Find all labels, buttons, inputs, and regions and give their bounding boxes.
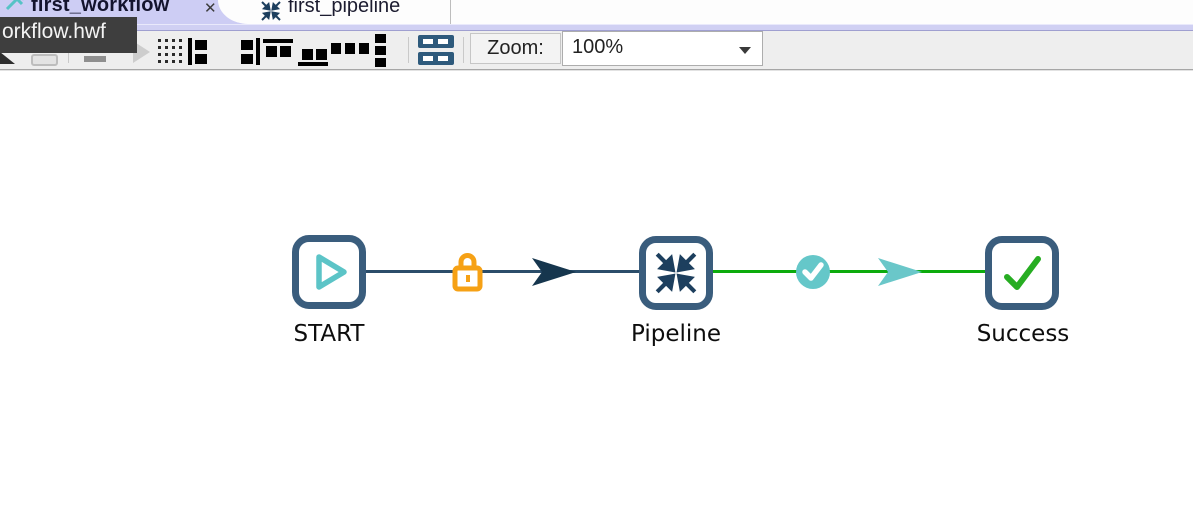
align-right-icon <box>241 38 260 65</box>
node-label-start: START <box>293 321 365 347</box>
node-label-pipeline: Pipeline <box>630 321 721 347</box>
align-left-icon <box>188 38 207 65</box>
pipeline-icon <box>261 1 281 21</box>
align-bottom-icon <box>298 49 328 66</box>
grid-dots-icon <box>158 39 182 63</box>
hop-arrow-icon[interactable] <box>532 256 578 288</box>
editor-tab-bar: first_workflow ✕ first_pipeline <box>0 0 1193 24</box>
align-right-button[interactable] <box>238 38 260 65</box>
compress-arrows-icon <box>655 252 697 294</box>
node-label-success: Success <box>976 321 1070 347</box>
distribute-vertically-button[interactable] <box>375 34 387 67</box>
workflow-icon <box>5 0 24 11</box>
execution-results-icon <box>418 35 454 65</box>
toolbar-icon-partial[interactable] <box>84 56 106 62</box>
check-icon <box>802 262 824 281</box>
play-icon <box>316 254 347 290</box>
node-start[interactable] <box>292 235 366 309</box>
toolbar-icon-partial[interactable] <box>31 54 58 66</box>
align-bottom-button[interactable] <box>296 41 328 66</box>
hop-line-pipeline-success[interactable] <box>712 270 986 273</box>
close-tab-icon[interactable]: ✕ <box>204 0 217 17</box>
tab-label: first_workflow <box>31 0 170 16</box>
align-top-icon <box>263 39 293 57</box>
distribute-vertically-icon <box>375 34 386 67</box>
tab-first-pipeline[interactable]: first_pipeline <box>254 0 451 24</box>
snap-to-grid-button[interactable] <box>158 39 183 64</box>
execution-results-button[interactable] <box>418 35 456 66</box>
zoom-value: 100% <box>572 36 624 58</box>
hop-line-start-pipeline[interactable] <box>366 270 639 273</box>
success-circle-icon[interactable] <box>795 254 831 290</box>
distribute-horizontally-icon <box>331 43 369 54</box>
node-pipeline[interactable] <box>639 236 713 310</box>
tab-highlight-strip <box>0 24 1193 31</box>
zoom-label: Zoom: <box>470 33 561 64</box>
toolbar-separator <box>463 37 464 63</box>
lock-icon[interactable] <box>452 249 483 293</box>
hop-arrow-teal-icon[interactable] <box>878 256 924 288</box>
chevron-icon[interactable] <box>133 41 150 63</box>
align-left-button[interactable] <box>188 38 210 65</box>
canvas-toolbar: Zoom: 100% <box>0 31 1193 71</box>
align-top-button[interactable] <box>263 39 293 65</box>
zoom-combo[interactable]: 100% <box>562 31 763 66</box>
filename-tooltip: orkflow.hwf <box>0 17 137 53</box>
tab-label: first_pipeline <box>288 0 401 17</box>
dropdown-arrow-icon[interactable] <box>739 47 751 54</box>
check-icon <box>1004 256 1041 290</box>
node-success[interactable] <box>985 236 1059 310</box>
toolbar-icon-partial[interactable] <box>0 52 15 64</box>
toolbar-separator <box>408 37 409 63</box>
distribute-horizontally-button[interactable] <box>331 43 369 55</box>
